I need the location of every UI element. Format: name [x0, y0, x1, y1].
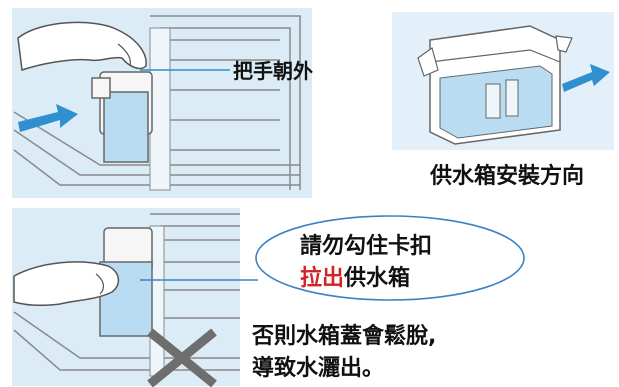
- top-left-panel: [12, 8, 312, 198]
- bubble-line-2-rest: 供水箱: [344, 266, 411, 291]
- orientation-caption: 供水箱安裝方向: [430, 164, 585, 189]
- bubble-line-1: 請勿勾住卡扣: [300, 234, 433, 259]
- bubble-highlight-pull-out: 拉出: [300, 266, 345, 291]
- warning-line-2: 導致水灑出。: [252, 356, 385, 381]
- warning-line-1: 否則水箱蓋會鬆脫,: [252, 324, 437, 349]
- bubble-line-2: 拉出供水箱: [300, 260, 410, 292]
- bottom-left-panel: [12, 208, 258, 387]
- top-right-panel: [392, 12, 614, 150]
- speech-bubble: [255, 215, 525, 301]
- handle-direction-label: 把手朝外: [233, 59, 313, 83]
- cross-mark-icon: [147, 328, 217, 387]
